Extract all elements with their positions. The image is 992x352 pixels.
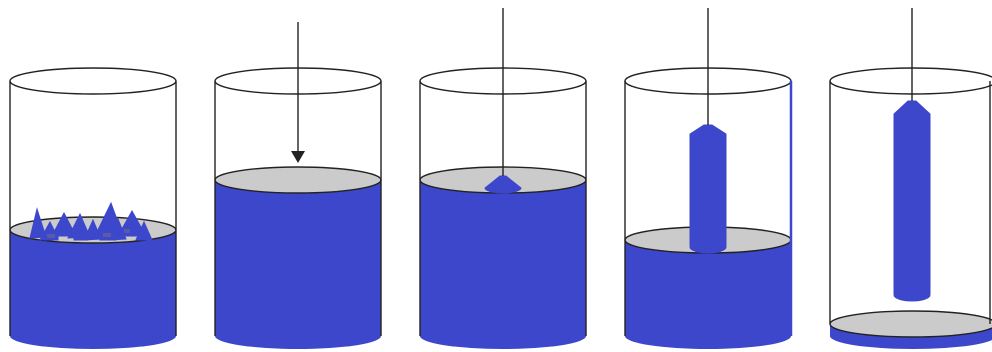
melt-body: [10, 230, 176, 349]
crucible-stage-5: [830, 8, 992, 349]
down-arrow-icon: [291, 151, 305, 163]
crucible-stage-1: [10, 68, 176, 349]
crucible-stage-3: [420, 8, 586, 349]
melt-body: [215, 180, 381, 349]
crucible-stage-4: [625, 8, 791, 349]
crucible-stage-2: [215, 22, 381, 349]
growing-crystal: [690, 125, 726, 253]
crucible-floor: [830, 311, 992, 337]
finished-crystal: [894, 101, 930, 301]
melt-body: [420, 180, 586, 349]
crucible-rim: [10, 68, 176, 94]
melt-body: [625, 240, 791, 349]
crucible-rim: [830, 68, 992, 94]
melt-surface: [215, 167, 381, 193]
